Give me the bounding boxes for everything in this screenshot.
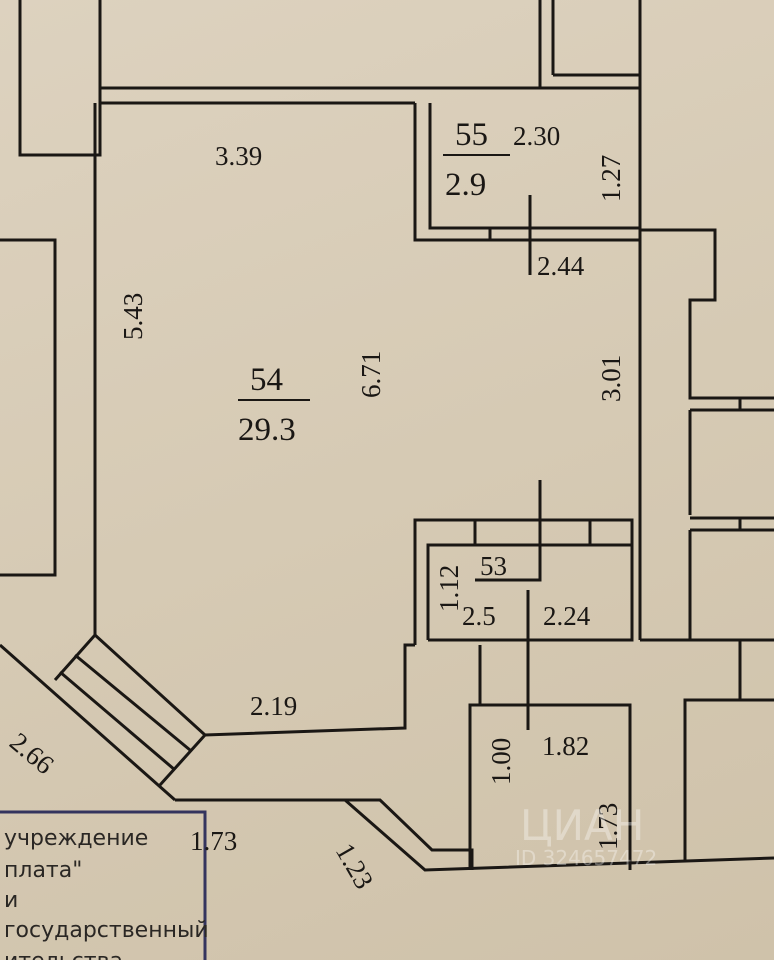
legend-line: государственный xyxy=(4,918,209,943)
legend-line: ительства xyxy=(4,949,123,960)
room-54-label: 54 29.3 xyxy=(238,362,310,448)
walls xyxy=(0,0,774,872)
watermark-id: ID 324657472 xyxy=(515,846,657,870)
room-area: 2.9 xyxy=(445,167,486,203)
dimension-label: 1.27 xyxy=(596,155,626,202)
room-55-label: 55 2.9 xyxy=(443,117,510,203)
legend: учреждение плата" и государственный ител… xyxy=(4,826,209,960)
dimensions: 3.39 5.43 6.71 2.30 1.27 2.44 3.01 1.12 … xyxy=(4,121,626,894)
dimension-label: 1.82 xyxy=(542,731,589,761)
room-area: 2.5 xyxy=(462,601,496,631)
dimension-label: 1.73 xyxy=(190,826,237,856)
dimension-label: 2.19 xyxy=(250,691,297,721)
room-number: 53 xyxy=(480,551,507,581)
dimension-label: 1.00 xyxy=(486,738,516,785)
legend-line: учреждение xyxy=(4,826,148,851)
dimension-label: 1.73 xyxy=(593,803,623,850)
room-53-label: 53 2.5 xyxy=(462,551,507,631)
dimension-label: 6.71 xyxy=(356,351,386,398)
dimension-label: 2.44 xyxy=(537,251,585,281)
dimension-label: 1.23 xyxy=(330,838,380,894)
legend-box xyxy=(0,810,207,960)
room-number: 54 xyxy=(250,362,283,398)
dimension-label: 3.01 xyxy=(596,355,626,402)
dimension-label: 5.43 xyxy=(118,293,148,340)
dimension-label: 1.12 xyxy=(434,565,464,612)
watermark-brand: ЦИАН xyxy=(520,801,644,850)
legend-line: и xyxy=(4,888,18,913)
room-number: 55 xyxy=(455,117,488,153)
dimension-label: 2.30 xyxy=(513,121,560,151)
dimension-label: 2.24 xyxy=(543,601,591,631)
watermark: ЦИАН ID 324657472 xyxy=(515,801,657,870)
legend-line: плата" xyxy=(4,858,82,883)
room-area: 29.3 xyxy=(238,412,296,448)
dimension-label: 3.39 xyxy=(215,141,262,171)
dimension-label: 2.66 xyxy=(4,727,59,780)
